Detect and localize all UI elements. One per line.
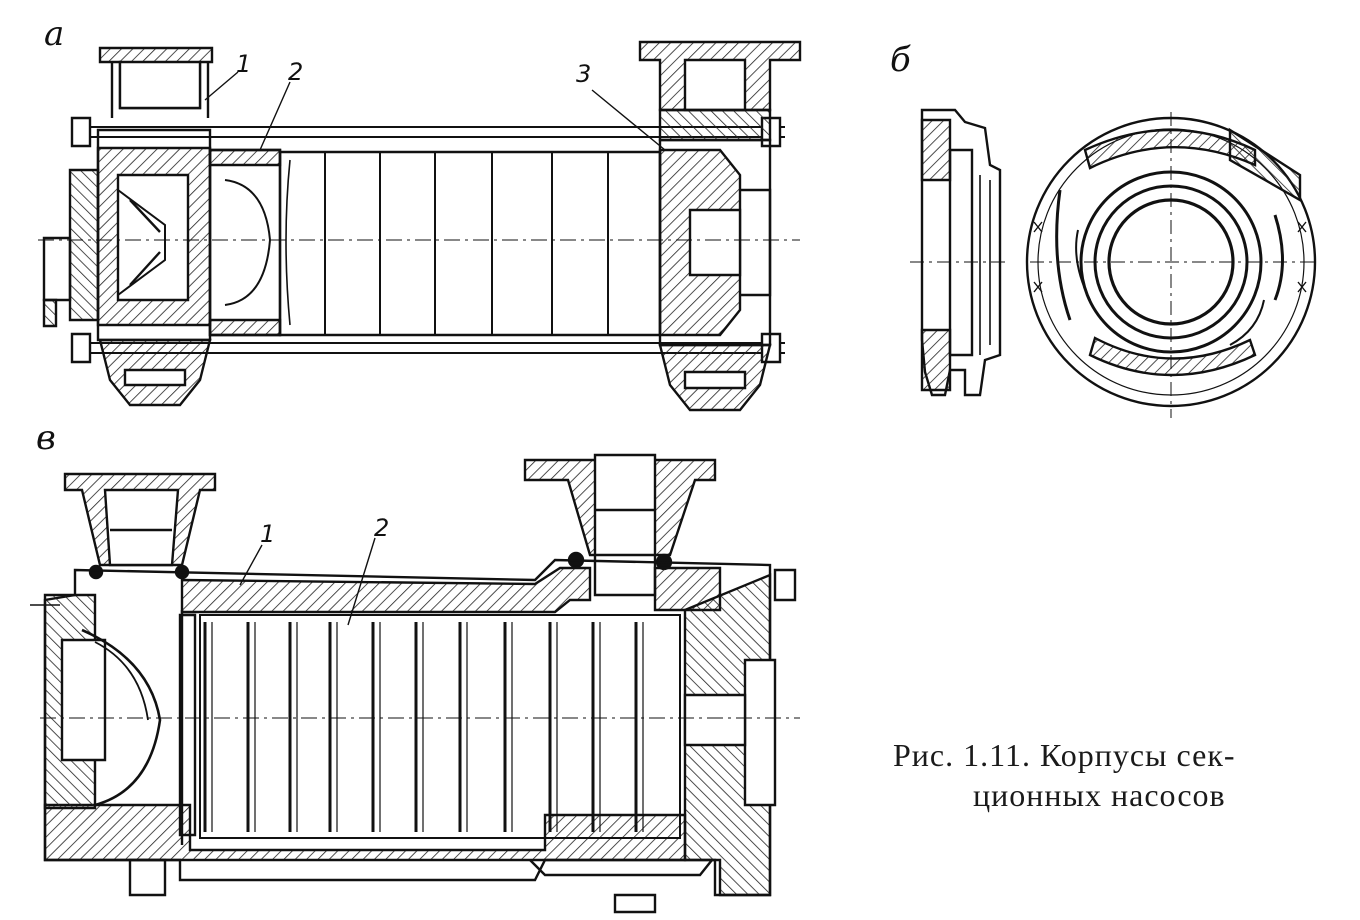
view-v-letter: в — [36, 418, 56, 458]
view-v-callout-1: 1 — [260, 520, 276, 548]
view-a-callout-2: 2 — [288, 58, 304, 86]
figure-caption-line-2: ционных насосов — [973, 777, 1226, 813]
view-b-letter: б — [890, 40, 911, 80]
figure-caption: Рис. 1.11. Корпусы сек- ционных насосов — [893, 735, 1333, 815]
view-a-callout-1: 1 — [236, 50, 252, 78]
view-a-drawing — [38, 40, 802, 412]
figure-caption-line-1: Рис. 1.11. Корпусы сек- — [893, 737, 1236, 773]
view-a-letter: а — [44, 14, 65, 54]
view-b-drawing — [910, 108, 1318, 418]
view-a-callout-3: 3 — [576, 60, 592, 88]
view-v-drawing — [30, 453, 800, 914]
view-v-callout-2: 2 — [374, 514, 390, 542]
